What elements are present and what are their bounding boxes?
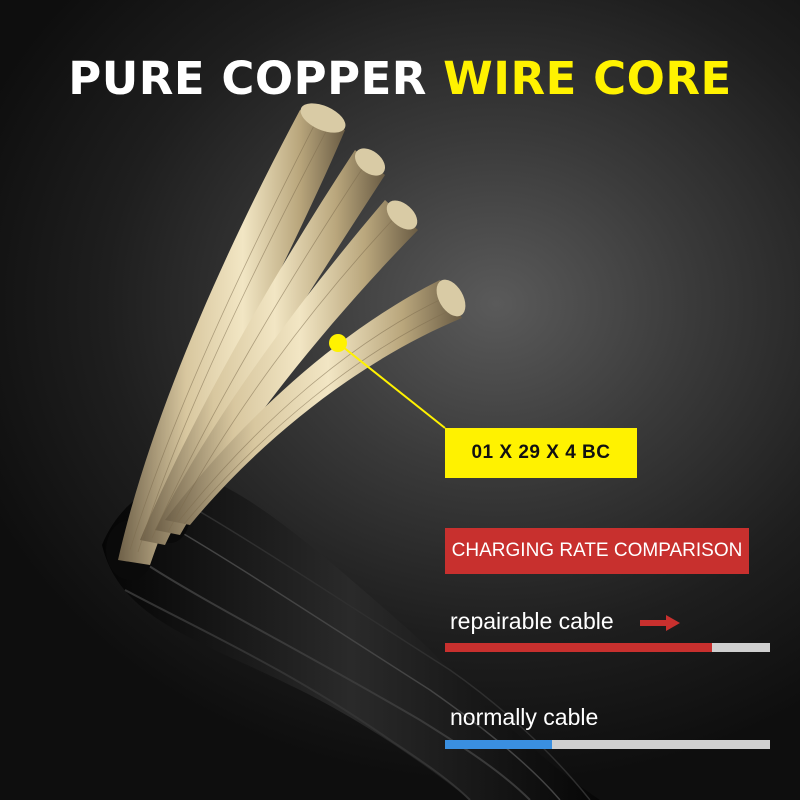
- bar-fill-normally: [445, 740, 553, 749]
- headline: PURE COPPER WIRE CORE: [0, 52, 800, 105]
- bar-track-normally: [445, 740, 770, 749]
- headline-part-yellow: WIRE CORE: [443, 52, 732, 105]
- headline-part-white: PURE COPPER: [68, 52, 427, 105]
- wire-spec-label: 01 X 29 X 4 BC: [445, 428, 637, 478]
- bar-label-repairable: repairable cable: [450, 608, 614, 634]
- bar-track-repairable: [445, 643, 770, 652]
- bar-fill-repairable: [445, 643, 712, 652]
- copper-strands: [118, 103, 466, 565]
- callout-pointer: [329, 334, 446, 429]
- bar-label-normally: normally cable: [450, 704, 599, 730]
- right-arrow-icon: [640, 615, 680, 631]
- comparison-title: CHARGING RATE COMPARISON: [445, 528, 749, 574]
